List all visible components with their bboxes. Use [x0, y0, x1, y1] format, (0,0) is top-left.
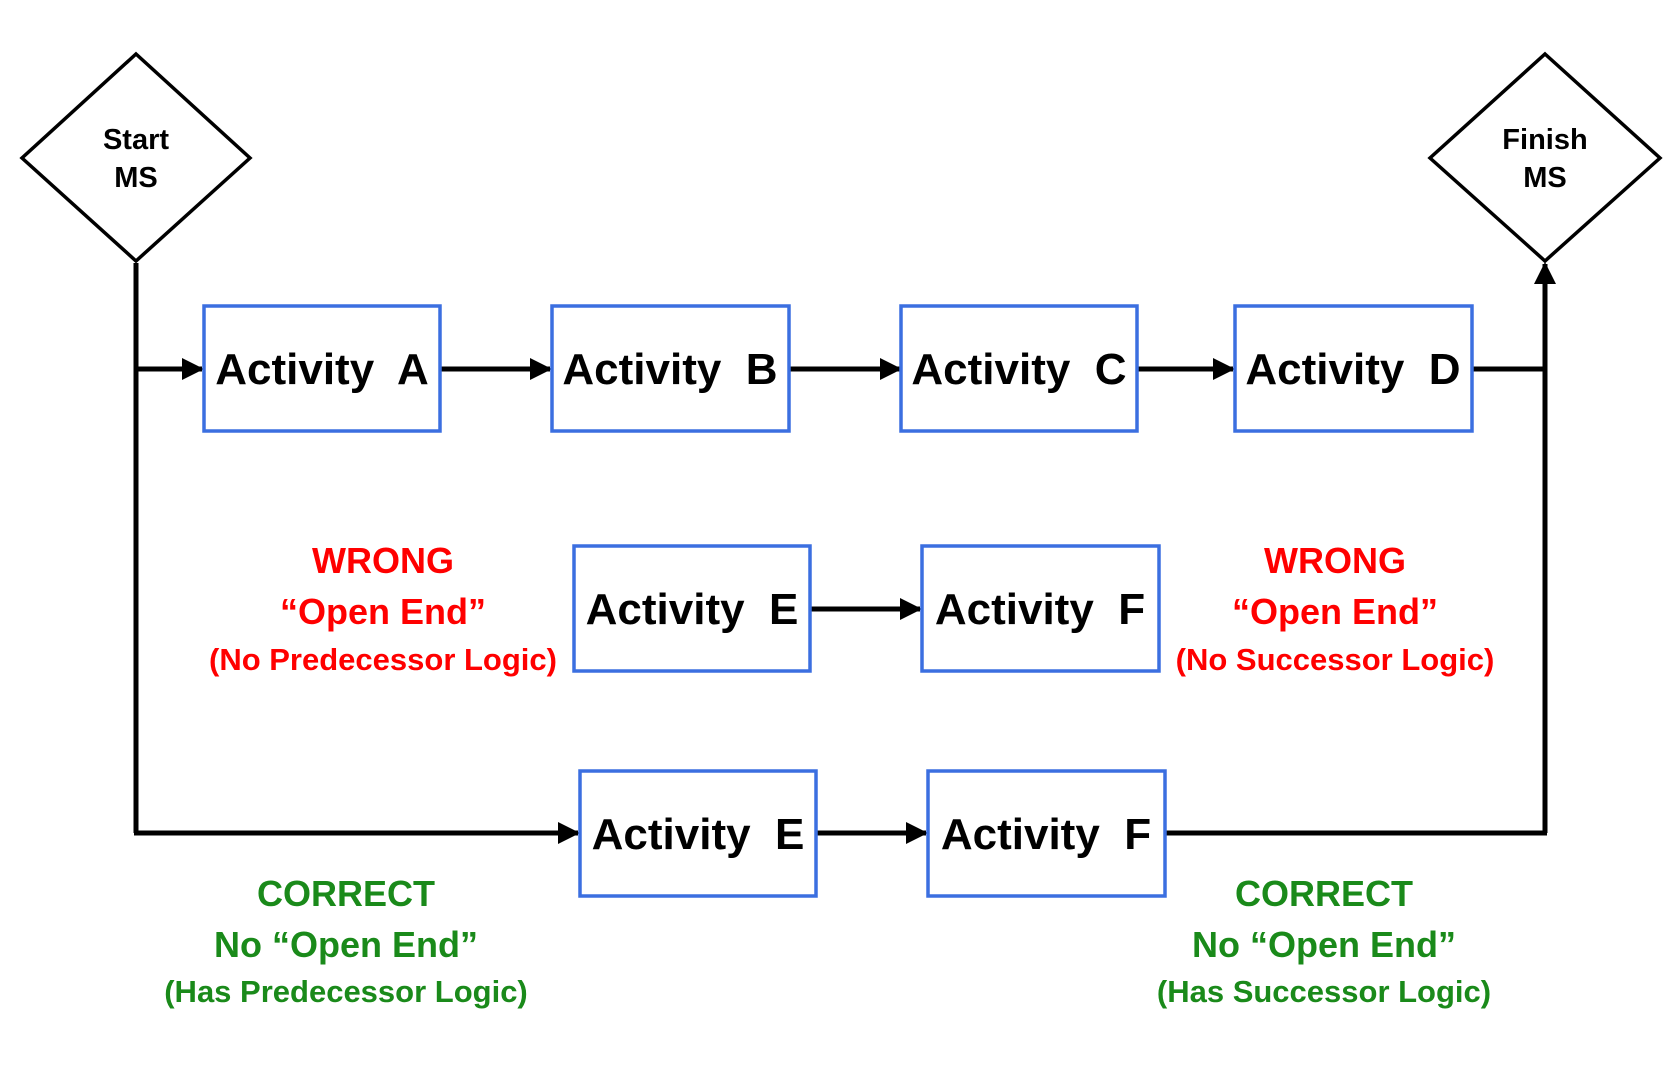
start-label-line2: MS: [114, 162, 158, 194]
activity-a-box: [202, 304, 442, 433]
activity-f-correct-label: Activity F: [941, 810, 1151, 859]
activity-c-label: Activity C: [911, 345, 1126, 394]
activity-b-box: [550, 304, 791, 433]
activity-e-wrong: Activity E: [572, 544, 812, 673]
annotation-wrong-right: WRONG “Open End” (No Successor Logic): [1176, 540, 1495, 677]
wrong-right-subtitle: “Open End”: [1232, 591, 1438, 632]
annotation-correct-right: CORRECT No “Open End” (Has Successor Log…: [1157, 873, 1491, 1009]
finish-label-line1: Finish: [1502, 124, 1587, 156]
correct-right-detail: (Has Successor Logic): [1157, 974, 1491, 1009]
correct-left-detail: (Has Predecessor Logic): [164, 974, 528, 1009]
activity-f-wrong-label: Activity F: [935, 585, 1145, 634]
activity-a: Activity A: [202, 304, 442, 433]
correct-left-title: CORRECT: [257, 873, 435, 914]
activity-e-correct-box: [578, 769, 818, 898]
activity-b: Activity B: [550, 304, 791, 433]
connectors: [133, 262, 1556, 844]
correct-right-title: CORRECT: [1235, 873, 1413, 914]
activity-d-box: [1233, 304, 1474, 433]
finish-diamond-shape: [1427, 51, 1663, 264]
activity-f-wrong: Activity F: [920, 544, 1161, 673]
finish-milestone: Finish MS: [1427, 51, 1663, 264]
wrong-right-detail: (No Successor Logic): [1176, 642, 1495, 677]
start-diamond-shape: [19, 51, 253, 264]
activity-f-correct-box: [926, 769, 1167, 898]
start-label-line1: Start: [103, 124, 169, 156]
activity-d-label: Activity D: [1245, 345, 1460, 394]
wrong-left-detail: (No Predecessor Logic): [209, 642, 557, 677]
activity-e-correct-label: Activity E: [592, 810, 805, 859]
activity-b-label: Activity B: [562, 345, 777, 394]
start-milestone: Start MS: [19, 51, 253, 264]
activity-e-wrong-box: [572, 544, 812, 673]
annotation-wrong-left: WRONG “Open End” (No Predecessor Logic): [209, 540, 557, 677]
wrong-left-title: WRONG: [312, 540, 454, 581]
activity-f-wrong-box: [920, 544, 1161, 673]
activity-c-box: [899, 304, 1139, 433]
activity-a-label: Activity A: [215, 345, 429, 394]
finish-label-line2: MS: [1523, 162, 1567, 194]
activity-c: Activity C: [899, 304, 1139, 433]
correct-right-subtitle: No “Open End”: [1192, 924, 1456, 965]
activity-e-wrong-label: Activity E: [586, 585, 799, 634]
annotation-correct-left: CORRECT No “Open End” (Has Predecessor L…: [164, 873, 528, 1009]
activity-f-correct: Activity F: [926, 769, 1167, 898]
wrong-right-title: WRONG: [1264, 540, 1406, 581]
activity-e-correct: Activity E: [578, 769, 818, 898]
correct-left-subtitle: No “Open End”: [214, 924, 478, 965]
wrong-left-subtitle: “Open End”: [280, 591, 486, 632]
activity-d: Activity D: [1233, 304, 1474, 433]
